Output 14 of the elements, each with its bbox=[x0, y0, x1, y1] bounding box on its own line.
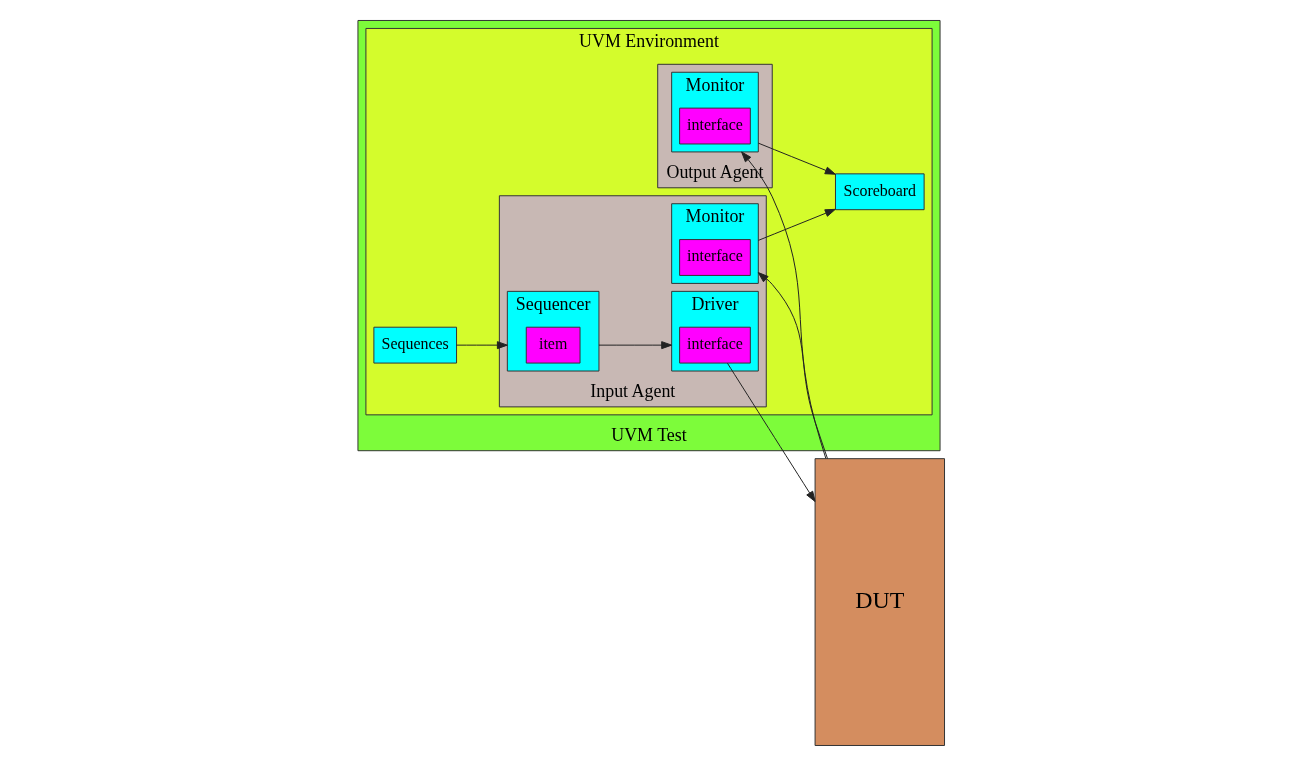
arrow bbox=[456, 341, 508, 350]
arrow bbox=[741, 151, 827, 460]
node-box: Scoreboard bbox=[835, 173, 925, 211]
node-box: interface bbox=[679, 107, 751, 145]
arrow bbox=[726, 362, 816, 502]
node-box: interface bbox=[679, 326, 751, 364]
arrow bbox=[757, 208, 836, 241]
node-box: item bbox=[525, 326, 581, 364]
arrow bbox=[757, 142, 836, 175]
arrow bbox=[598, 341, 673, 350]
node-box: Sequences bbox=[373, 326, 458, 364]
arrow bbox=[757, 272, 828, 460]
node-box: DUT bbox=[814, 458, 946, 746]
node-box: interface bbox=[679, 239, 751, 276]
